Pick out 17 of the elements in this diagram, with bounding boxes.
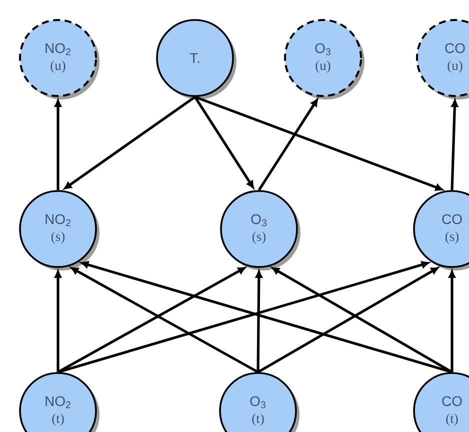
arrow (64, 96, 196, 190)
arrow (450, 100, 458, 190)
circle-node: CO (u) (416, 19, 469, 100)
circle-node: NO$_{2}$ (u) (19, 19, 100, 100)
circle-node: NO$_{2}$ (s) (19, 190, 100, 270)
arrow (54, 100, 62, 190)
arrow (54, 270, 62, 372)
circle-node: CO (t) (413, 372, 469, 432)
circle-node: O$_{3}$ (s) (220, 190, 300, 270)
arrow (256, 270, 262, 372)
arrow (194, 96, 443, 191)
arrow (194, 96, 254, 188)
circle-node: T. (156, 19, 236, 100)
circle-node: CO (s) (413, 190, 469, 270)
circle-node: O$_{3}$ (u) (284, 19, 364, 100)
arrow (448, 270, 456, 372)
arrow (258, 98, 318, 191)
